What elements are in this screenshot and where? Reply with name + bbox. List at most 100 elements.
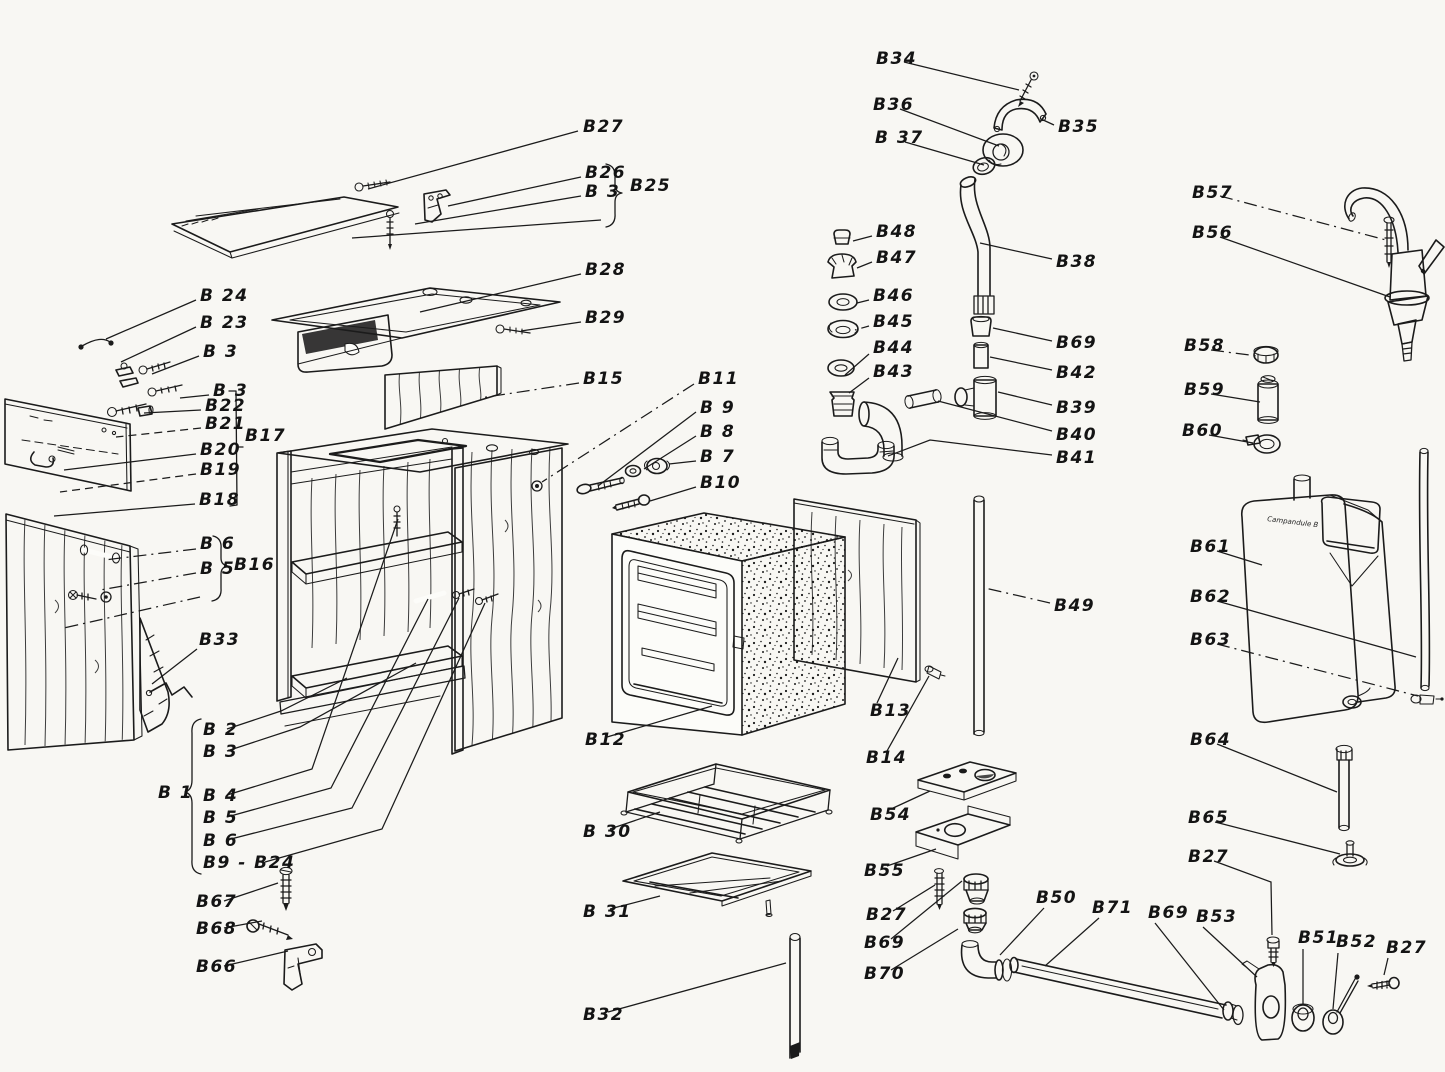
- leader-line-b59: [1210, 393, 1261, 403]
- leader-line-b7: [668, 460, 697, 465]
- part-label-b23: B 23: [200, 313, 249, 334]
- hinge-hardware: [576, 457, 671, 511]
- leader-line-b27-top: [367, 130, 579, 190]
- part-label-b60: B60: [1182, 421, 1224, 442]
- leader-line-b6-door: [103, 548, 197, 561]
- part-label-b54: B54: [870, 805, 912, 826]
- leader-line-b6-cab: [226, 597, 460, 841]
- leader-line-b10: [649, 486, 697, 502]
- leader-line-b47: [856, 261, 873, 269]
- part-label-b69-right: B69: [1148, 903, 1190, 924]
- water-tank: Campandule B: [1240, 474, 1396, 724]
- leader-line-b23: [120, 326, 197, 363]
- leader-line-b62: [1216, 600, 1417, 658]
- part-label-b29: B29: [585, 308, 627, 329]
- leader-line-b5-cab: [226, 598, 429, 818]
- part-label-b9b24: B9 - B24: [203, 853, 296, 874]
- leader-line-b25-extra: [351, 219, 602, 239]
- part-label-b64: B64: [1190, 730, 1232, 751]
- part-label-b46: B46: [873, 286, 915, 307]
- leader-line-b28: [419, 273, 582, 313]
- part-label-b19: B19: [200, 460, 242, 481]
- part-label-b48: B48: [876, 222, 918, 243]
- part-label-b71: B71: [1092, 898, 1134, 919]
- leader-line-b37: [904, 141, 985, 166]
- leader-line-b58: [1210, 349, 1258, 357]
- part-label-b69-mid: B69: [864, 933, 906, 954]
- leader-line-b67: [223, 882, 279, 902]
- part-label-b13: B13: [870, 701, 912, 722]
- part-label-b50: B50: [1036, 888, 1078, 909]
- leader-line-b27-mid: [892, 884, 936, 912]
- part-label-b52: B52: [1336, 932, 1378, 953]
- leader-line-b27-br: [1383, 957, 1389, 976]
- leader-line-b36: [899, 108, 1000, 147]
- grill-shelf: [620, 763, 833, 844]
- leader-line-b46: [856, 299, 870, 304]
- part-label-b70: B70: [864, 964, 906, 985]
- part-label-b56: B56: [1192, 223, 1234, 244]
- part-label-b30: B 30: [583, 822, 632, 843]
- part-label-b33: B33: [199, 630, 241, 651]
- leader-line-b39: [997, 391, 1053, 406]
- part-label-b67: B67: [196, 892, 238, 913]
- leader-line-b5-door: [99, 572, 197, 591]
- part-label-b3-grp: B 3: [213, 381, 249, 402]
- leader-line-b9: [597, 411, 697, 487]
- part-label-b34: B34: [876, 49, 918, 70]
- part-label-b11: B11: [698, 369, 740, 390]
- part-label-b53: B53: [1196, 907, 1238, 928]
- part-label-b27-right: B27: [1188, 847, 1230, 868]
- part-label-b15: B15: [583, 369, 625, 390]
- leader-line-b2: [226, 677, 348, 730]
- hinge-cluster: [78, 338, 183, 418]
- leader-line-b70: [890, 928, 959, 971]
- leader-line-b66: [223, 950, 289, 967]
- part-label-b3-lid: B 3: [585, 182, 621, 203]
- leader-line-b38: [979, 242, 1053, 260]
- support-rod: [789, 932, 801, 1059]
- part-label-b27-top: B27: [583, 117, 625, 138]
- part-label-b65: B65: [1188, 808, 1230, 829]
- cabinet: [276, 428, 569, 755]
- dip-tube: [1410, 447, 1444, 705]
- leader-line-b53: [1202, 926, 1258, 978]
- drain-connectors: [933, 868, 1244, 1026]
- leader-line-b48: [852, 235, 873, 242]
- part-label-b3-left: B 3: [203, 342, 239, 363]
- part-label-b36: B36: [873, 95, 915, 116]
- part-label-b35: B35: [1058, 117, 1100, 138]
- part-label-b43: B43: [873, 362, 915, 383]
- part-label-b22: B22: [205, 396, 247, 417]
- leader-line-b49: [984, 587, 1051, 604]
- part-label-b21: B21: [205, 414, 247, 435]
- part-label-b55: B55: [864, 861, 906, 882]
- part-label-b16: B16: [234, 555, 276, 576]
- part-label-b12: B12: [585, 730, 627, 751]
- outlet-tube: [1332, 744, 1368, 867]
- leader-line-b41: [887, 439, 1053, 457]
- part-label-b26: B26: [585, 163, 627, 184]
- part-label-b18: B18: [199, 490, 241, 511]
- part-label-b5-door: B 5: [200, 559, 236, 580]
- leader-line-b20: [63, 453, 197, 471]
- part-label-b14: B14: [866, 748, 908, 769]
- part-label-b5-cab: B 5: [203, 808, 239, 829]
- leader-line-b4: [226, 518, 399, 796]
- part-label-b6-cab: B 6: [203, 831, 239, 852]
- leader-line-b12: [606, 705, 713, 738]
- sink-screw: [495, 324, 531, 335]
- leader-line-b61: [1216, 550, 1263, 566]
- lid-screw: [354, 179, 391, 192]
- pump-head: [821, 71, 1047, 475]
- part-label-b32: B32: [583, 1005, 625, 1026]
- leader-line-b16-extra: [63, 596, 201, 629]
- hand-pump: [1344, 187, 1445, 362]
- leader-line-b57: [1219, 195, 1387, 241]
- leader-line-b40: [937, 400, 1053, 432]
- leader-line-b33: [151, 648, 198, 685]
- leader-line-b42: [989, 356, 1053, 371]
- part-label-b7: B 7: [700, 447, 736, 468]
